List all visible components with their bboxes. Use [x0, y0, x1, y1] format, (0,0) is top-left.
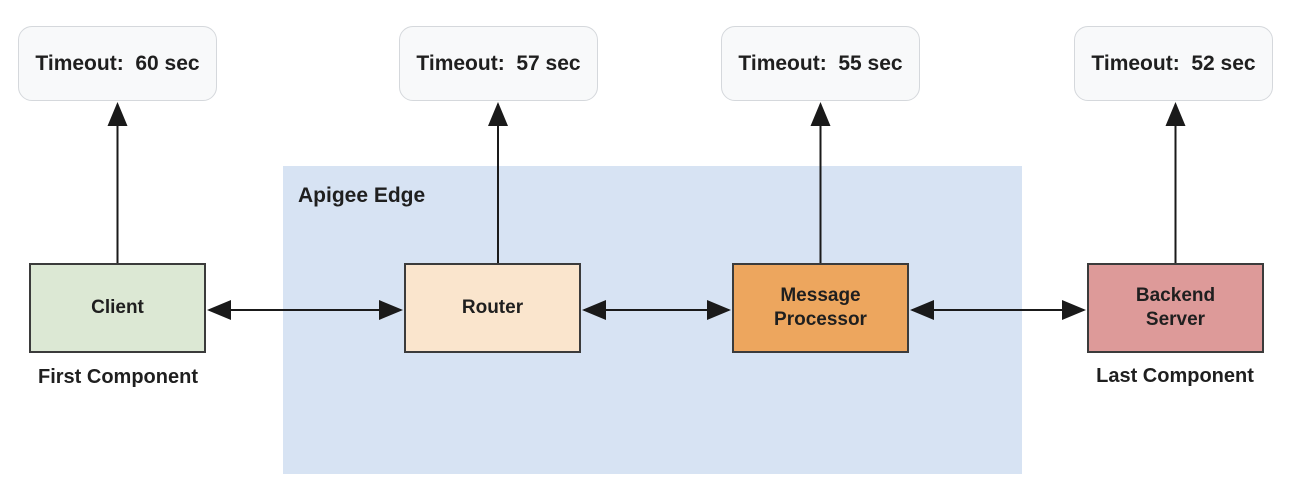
component-label-client: Client — [91, 297, 144, 319]
timeout-box-router: Timeout: 57 sec — [399, 26, 598, 101]
caption-first-component: First Component — [38, 366, 198, 388]
timeout-box-client: Timeout: 60 sec — [18, 26, 217, 101]
timeout-label-client: Timeout: 60 sec — [35, 51, 200, 75]
component-label-message-processor: Message Processor — [774, 285, 867, 330]
apigee-edge-group: Apigee Edge — [283, 166, 1022, 474]
timeout-box-backend-server: Timeout: 52 sec — [1074, 26, 1273, 101]
component-box-backend-server: Backend Server — [1087, 263, 1264, 353]
component-box-router: Router — [404, 263, 581, 353]
caption-last-component: Last Component — [1096, 365, 1254, 387]
timeout-label-backend-server: Timeout: 52 sec — [1091, 51, 1256, 75]
apigee-edge-label: Apigee Edge — [298, 184, 426, 207]
component-label-backend-server: Backend Server — [1135, 285, 1216, 330]
component-box-client: Client — [29, 263, 206, 353]
timeout-label-message-processor: Timeout: 55 sec — [738, 51, 903, 75]
component-box-message-processor: Message Processor — [732, 263, 909, 353]
timeout-label-router: Timeout: 57 sec — [416, 51, 581, 75]
timeout-box-message-processor: Timeout: 55 sec — [721, 26, 920, 101]
component-label-router: Router — [461, 297, 524, 319]
